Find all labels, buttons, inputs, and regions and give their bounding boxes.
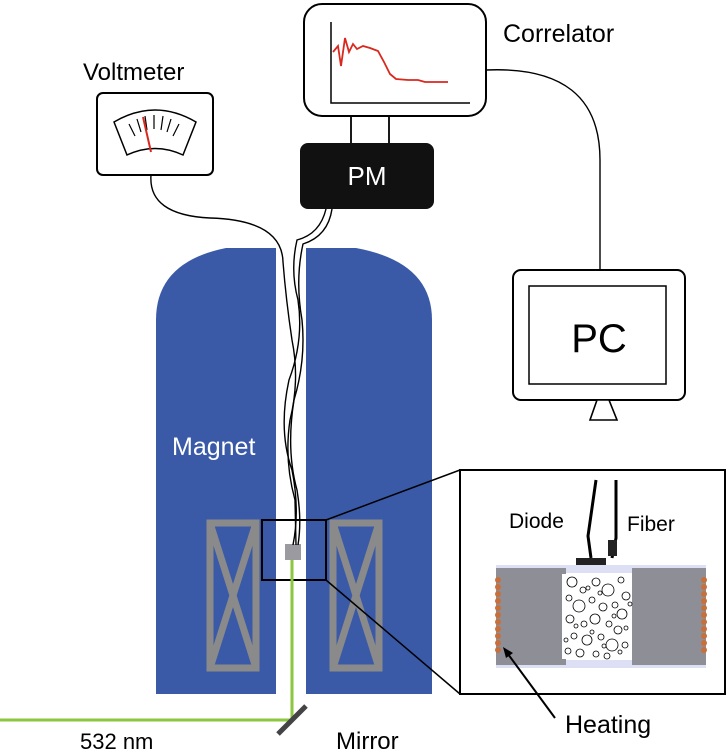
diode-wire [586, 479, 598, 559]
voltmeter-label: Voltmeter [83, 59, 184, 86]
magnet-label: Magnet [172, 433, 255, 461]
diode [576, 558, 606, 565]
cell-window-top [496, 565, 706, 573]
pc-stand [588, 399, 619, 421]
cell-flange-left-bottom [496, 659, 566, 665]
foam-sample [563, 576, 633, 660]
magnet: Magnet [156, 248, 432, 694]
coil-left [206, 519, 260, 672]
correlator-label: Correlator [503, 20, 614, 48]
cell-body-right [632, 573, 706, 660]
cell-body-left [496, 573, 562, 660]
cell-flange-left [496, 568, 566, 574]
pc-monitor-screen [528, 285, 667, 385]
cell-flange-right [632, 568, 706, 574]
correlator: Correlator [303, 3, 614, 117]
correlator-screen [303, 3, 487, 117]
sample-cell [285, 544, 301, 560]
sample-cell-inset: Diode Fiber [459, 469, 726, 695]
magnet-left-half [156, 248, 276, 694]
pm-label: PM [348, 161, 387, 191]
pm-box [300, 143, 434, 209]
heating-pointer [504, 649, 556, 719]
mirror-label: Mirror [336, 728, 399, 752]
pc: PC [512, 269, 686, 421]
analog-gauge-icon [113, 109, 197, 157]
magnet-right-half [306, 248, 432, 694]
heating-pointer-arrowhead [503, 647, 513, 658]
heating-label: Heating [565, 711, 651, 739]
mirror-icon [276, 704, 308, 736]
cell-flange-right-bottom [632, 659, 706, 665]
diode-label: Diode [509, 510, 564, 533]
wavelength-label: 532 nm [80, 729, 153, 752]
cell-window-bottom [496, 660, 706, 668]
correlation-curve-icon [330, 22, 470, 104]
heating-element-right [701, 577, 707, 653]
cables [150, 69, 601, 546]
laser-beam [0, 560, 294, 722]
pc-label: PC [571, 317, 627, 361]
zoom-connector [325, 469, 461, 695]
coil-right [329, 519, 383, 672]
sample-zoom-box [261, 519, 327, 581]
fiber-label: Fiber [627, 513, 675, 536]
fiber-connector [608, 540, 617, 556]
photomultiplier: PM [300, 116, 434, 209]
voltmeter: Voltmeter [83, 59, 214, 176]
heating-element-left [495, 577, 501, 653]
